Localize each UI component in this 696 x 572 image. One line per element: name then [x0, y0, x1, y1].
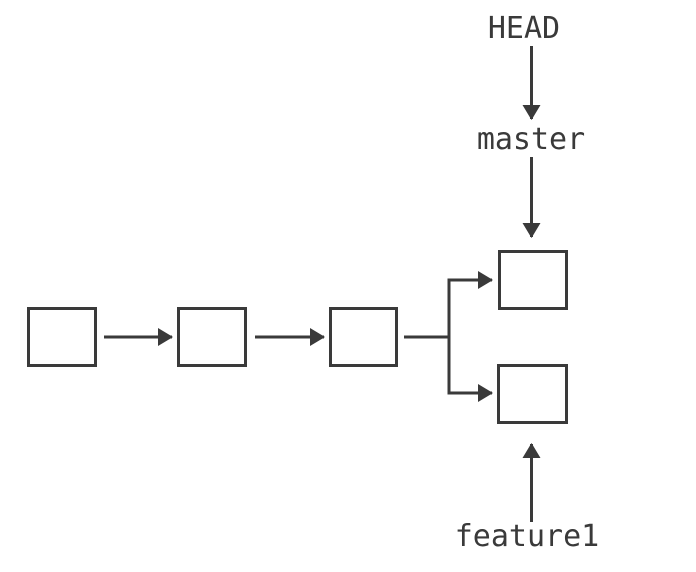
edge-branch-to-commit-5: [447, 337, 493, 402]
commit-node-3: [329, 307, 398, 367]
feature1-branch-label: feature1: [454, 519, 600, 554]
commit-node-4: [498, 250, 568, 310]
commit-node-2: [177, 307, 247, 367]
edge-branch-to-commit-4: [447, 271, 493, 337]
commit-node-1: [27, 307, 97, 367]
master-branch-label: master: [476, 122, 586, 157]
head-label: HEAD: [487, 11, 561, 46]
commit-node-5: [497, 364, 568, 424]
